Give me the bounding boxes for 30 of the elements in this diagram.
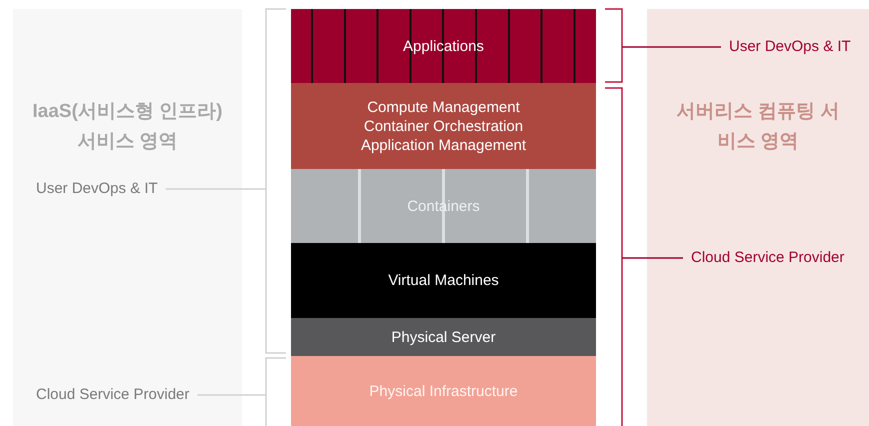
leader-line — [197, 394, 266, 396]
layer-label: Compute Management — [367, 98, 520, 116]
layer-label: Containers — [407, 196, 480, 216]
stack-layer — [291, 243, 596, 318]
layer-label: Virtual Machines — [388, 271, 499, 290]
leader-line — [622, 257, 683, 259]
bracket — [605, 87, 623, 426]
stack-layer — [291, 169, 596, 243]
bracket — [265, 357, 286, 426]
layer-label: Container Orchestration — [364, 116, 524, 136]
layer-label: Physical Infrastructure — [369, 382, 518, 400]
stack-layer — [291, 356, 596, 426]
stack-layer — [291, 83, 596, 169]
leader-line — [622, 46, 721, 48]
panel-background — [647, 9, 869, 426]
side-label: Cloud Service Provider — [36, 386, 190, 404]
leader-line — [166, 188, 266, 190]
stack-layer — [291, 318, 596, 356]
panel-background — [13, 9, 242, 426]
panel-heading: IaaS(서비스형 인프라) 서비스 영역 — [31, 100, 224, 154]
side-label: User DevOps & IT — [729, 38, 851, 56]
bracket — [605, 8, 623, 83]
layer-label: Application Management — [360, 136, 526, 154]
side-label: Cloud Service Provider — [691, 249, 844, 267]
stack-layer — [291, 9, 596, 83]
side-label: User DevOps & IT — [36, 180, 158, 198]
layer-label: Physical Server — [391, 328, 496, 346]
layer-label: Applications — [403, 36, 484, 56]
panel-heading: 서버리스 컴퓨팅 서비스 영역 — [676, 100, 840, 154]
bracket — [265, 8, 286, 354]
